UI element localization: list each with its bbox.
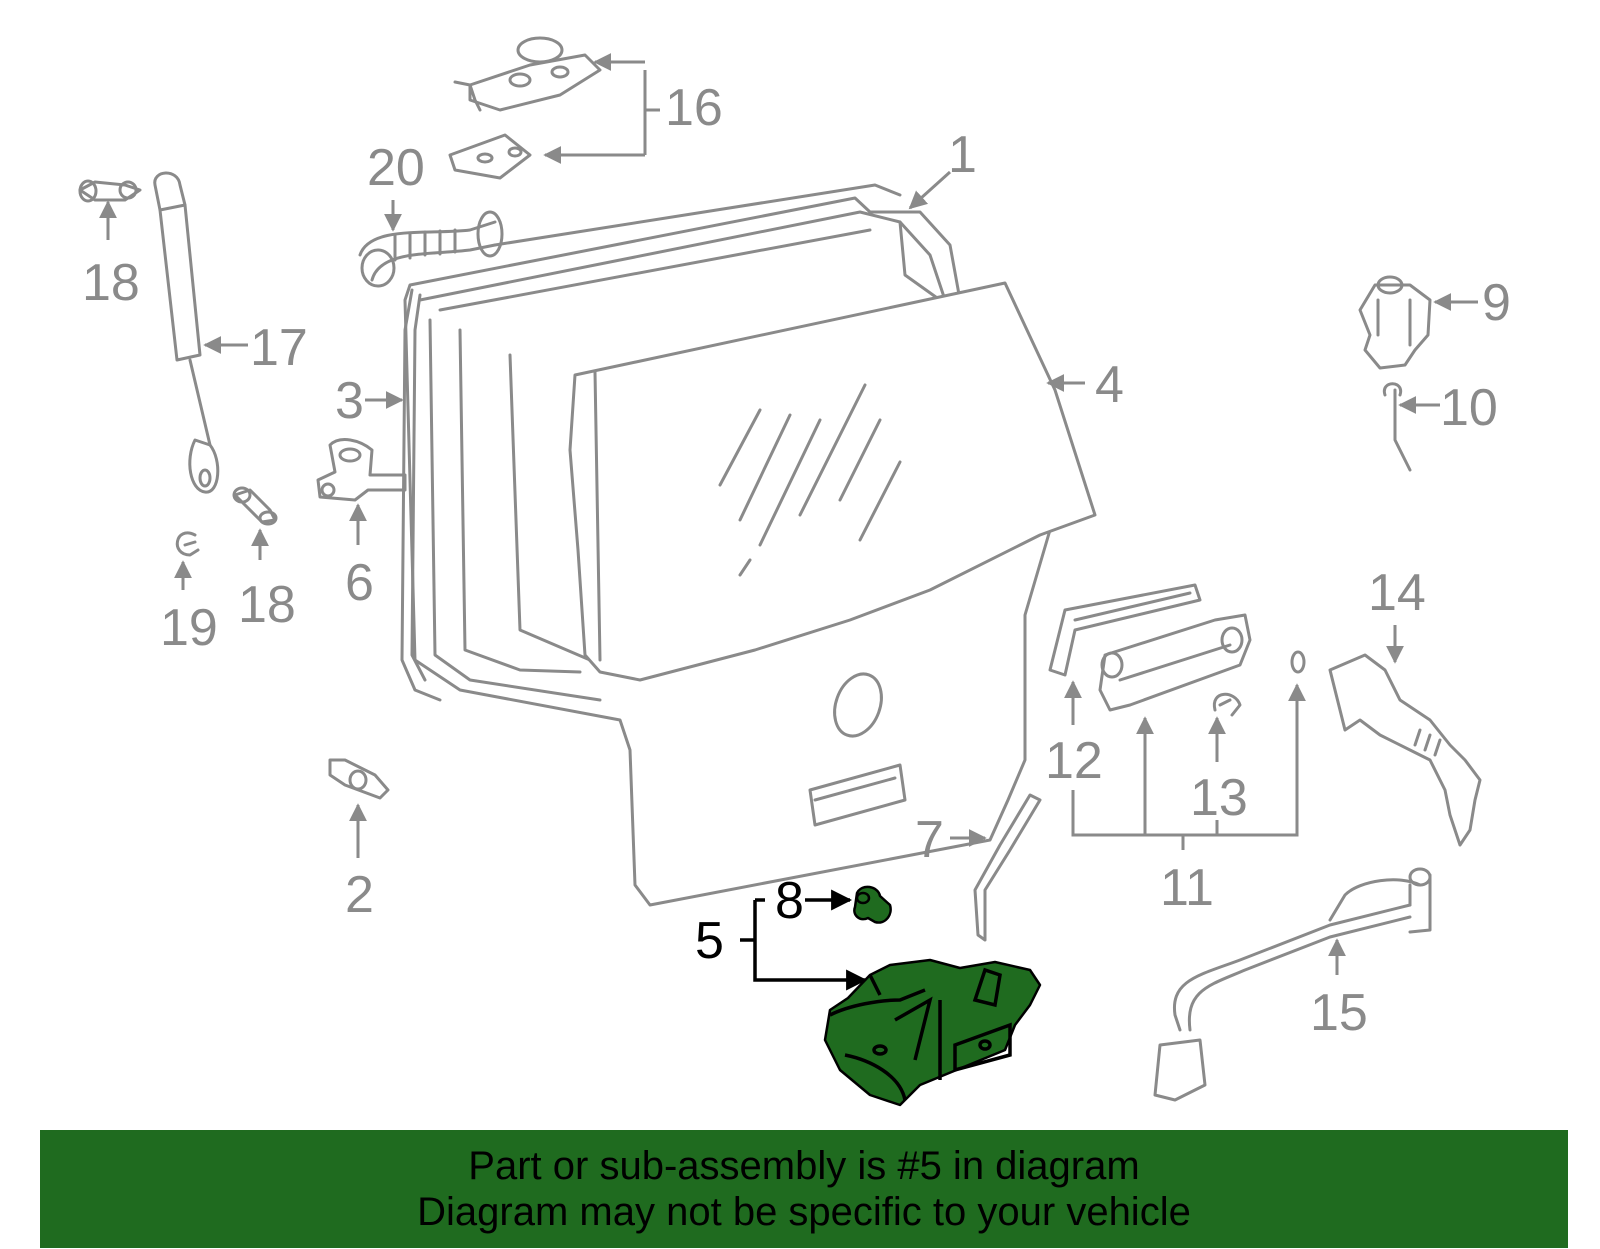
svg-text:20: 20 [367,139,425,197]
svg-text:13: 13 [1190,769,1248,827]
actuator [1358,275,1432,370]
part-5-highlighted [823,958,1042,1107]
svg-text:7: 7 [915,811,944,869]
callout-7: 7 [915,811,987,869]
bumper-stud [328,758,390,800]
svg-text:1: 1 [948,126,977,184]
parts-diagram: 1 16 20 18 17 3 4 9 10 6 18 [78,36,1511,1107]
hinge-bracket [316,438,407,502]
hinge [448,36,602,180]
weatherstrip [400,288,442,702]
callout-5: 5 [695,898,868,991]
callout-16: 16 [543,53,723,164]
callout-10: 10 [1398,379,1498,437]
actuator-rod [1382,382,1412,472]
svg-text:3: 3 [335,372,364,430]
svg-text:8: 8 [775,872,804,930]
svg-text:17: 17 [250,319,308,377]
handle-clip [1212,692,1242,717]
callout-13: 13 [1190,716,1248,827]
svg-text:15: 15 [1310,984,1368,1042]
callout-17: 17 [203,319,308,377]
handle-gasket [1048,583,1202,677]
svg-text:9: 9 [1482,274,1511,332]
callout-18a: 18 [82,200,140,312]
svg-text:11: 11 [1160,859,1214,917]
callout-12: 12 [1045,680,1103,790]
callout-3: 3 [335,372,404,430]
release-cable [1153,867,1432,1102]
liftgate-handle [1098,613,1252,712]
callout-19: 19 [160,560,218,657]
svg-text:19: 19 [160,599,218,657]
callout-2: 2 [345,803,374,924]
svg-text:6: 6 [345,554,374,612]
callout-11: 11 [1071,683,1306,917]
callout-8: 8 [775,872,853,930]
part-8-highlighted [853,885,892,924]
ball-stud [232,486,278,526]
callout-20: 20 [367,139,425,232]
callout-4: 4 [1046,356,1124,414]
callout-1: 1 [908,126,977,210]
notice-line-2: Diagram may not be specific to your vehi… [417,1190,1191,1234]
link-rod [973,793,1042,942]
svg-text:10: 10 [1440,379,1498,437]
svg-text:18: 18 [82,254,140,312]
callout-18b: 18 [238,528,296,634]
ball-stud [78,179,142,203]
notice-banner: Part or sub-assembly is #5 in diagram Di… [40,1130,1568,1248]
handle-seal [1290,650,1306,674]
lock-cylinder [1328,653,1482,847]
svg-text:12: 12 [1045,732,1103,790]
retaining-clip [175,531,200,557]
svg-text:4: 4 [1095,356,1124,414]
notice-line-1: Part or sub-assembly is #5 in diagram [468,1144,1140,1188]
callout-15: 15 [1310,938,1368,1042]
callout-6: 6 [345,503,374,612]
liftgate-frame [403,196,1092,907]
callout-14: 14 [1368,564,1426,664]
support-strut [153,171,220,494]
rear-glass [568,281,1097,682]
svg-text:14: 14 [1368,564,1426,622]
callout-9: 9 [1433,274,1511,332]
svg-text:16: 16 [665,79,723,137]
svg-text:2: 2 [345,866,374,924]
svg-text:5: 5 [695,912,724,970]
svg-text:18: 18 [238,576,296,634]
harness-grommet [358,183,902,288]
gate-emblem [808,672,907,827]
